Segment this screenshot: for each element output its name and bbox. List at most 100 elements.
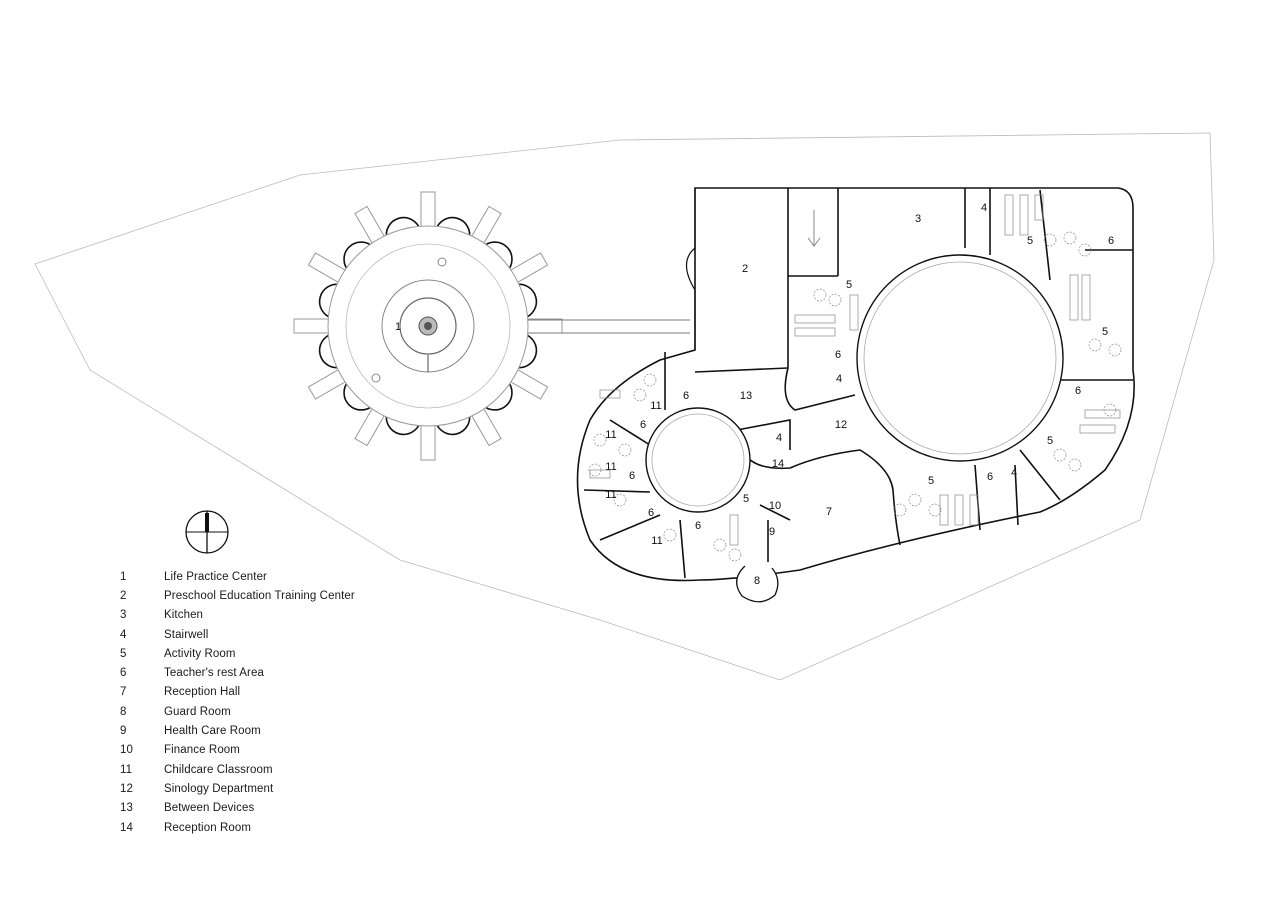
room-label-2: 2 <box>742 263 748 275</box>
gear-door-arc <box>435 412 471 436</box>
desk-row <box>1084 409 1121 419</box>
table-cluster <box>593 433 607 447</box>
desk-row <box>794 327 836 337</box>
room-label-5: 5 <box>1027 235 1033 247</box>
desk-row <box>1034 194 1044 221</box>
room-label-5d: 5 <box>1047 435 1053 447</box>
legend-name: Finance Room <box>164 744 240 757</box>
legend-number: 11 <box>120 763 133 776</box>
legend-number: 14 <box>120 821 133 834</box>
desk-row <box>729 514 739 546</box>
legend-name: Activity Room <box>164 647 236 660</box>
room-label-5e: 5 <box>928 475 934 487</box>
room-label-10: 10 <box>769 500 781 512</box>
room-label-8: 8 <box>754 575 760 587</box>
table-cluster <box>618 443 632 457</box>
room-label-11c: 11 <box>605 461 616 473</box>
room-label-11: 11 <box>650 400 661 412</box>
gear-door-arc <box>318 333 342 369</box>
gear-door-arc <box>482 380 513 411</box>
table-cluster <box>1078 243 1092 257</box>
legend-name: Teacher's rest Area <box>164 667 264 680</box>
legend-item: 10 Finance Room <box>120 741 355 760</box>
legend-number: 2 <box>120 589 127 602</box>
legend-number: 8 <box>120 705 127 718</box>
room-label-13: 13 <box>740 390 752 402</box>
site-boundary <box>34 132 1215 681</box>
legend-name: Life Practice Center <box>164 570 267 583</box>
table-cluster <box>643 373 657 387</box>
legend-number: 9 <box>120 725 127 738</box>
desk-row <box>589 469 611 479</box>
gear-door-arc <box>514 333 538 369</box>
room-label-6h: 6 <box>648 507 654 519</box>
gear-door-arc <box>343 380 374 411</box>
desk-row <box>599 389 621 399</box>
room-label-6b: 6 <box>835 349 841 361</box>
table-cluster <box>1108 343 1122 357</box>
legend-item: 2 Preschool Education Training Center <box>120 586 355 605</box>
legend-name: Reception Hall <box>164 686 241 699</box>
legend-number: 6 <box>120 667 127 680</box>
table-cluster <box>1053 448 1067 462</box>
gear-door-arc <box>385 216 421 240</box>
room-label-11d: 11 <box>605 489 616 501</box>
room-label-6f: 6 <box>640 419 646 431</box>
gear-door-arc <box>514 283 538 319</box>
legend-item: 11 Childcare Classroom <box>120 760 355 779</box>
room-labels: 1 2 3 4 5 6 7 8 9 10 11 12 13 14 5 5 5 5… <box>395 202 1114 587</box>
table-cluster <box>1088 338 1102 352</box>
gear-door-arc <box>482 241 513 272</box>
legend-item: 6 Teacher's rest Area <box>120 663 355 682</box>
legend-name: Between Devices <box>164 802 255 815</box>
small-courtyard <box>645 407 751 513</box>
room-label-9: 9 <box>769 526 775 538</box>
room-label-5c: 5 <box>1102 326 1108 338</box>
room-label-1: 1 <box>395 321 401 333</box>
gear-door-arc <box>343 241 374 272</box>
room-label-6e: 6 <box>683 390 689 402</box>
table-cluster <box>713 538 727 552</box>
furniture <box>588 194 1122 562</box>
table-cluster <box>893 503 907 517</box>
legend-name: Childcare Classroom <box>164 763 273 776</box>
legend-name: Preschool Education Training Center <box>164 589 355 602</box>
desk-row <box>1004 194 1014 236</box>
legend-number: 4 <box>120 628 127 641</box>
room-label-6c: 6 <box>1075 385 1081 397</box>
legend-item: 13 Between Devices <box>120 799 355 818</box>
room-label-11b: 11 <box>605 429 616 441</box>
room-label-6: 6 <box>1108 235 1114 247</box>
room-label-4: 4 <box>981 202 987 214</box>
connector-bridge <box>528 319 690 334</box>
table-cluster <box>813 288 827 302</box>
north-arrow-icon <box>185 510 229 554</box>
room-label-11e: 11 <box>651 535 662 547</box>
table-cluster <box>1043 233 1057 247</box>
table-cluster <box>613 493 627 507</box>
legend-number: 13 <box>120 802 133 815</box>
legend-number: 10 <box>120 744 133 757</box>
legend-name: Sinology Department <box>164 782 274 795</box>
table-cluster <box>828 293 842 307</box>
room-label-7: 7 <box>826 506 832 518</box>
table-cluster <box>1063 231 1077 245</box>
room-label-3: 3 <box>915 213 921 225</box>
room-label-12: 12 <box>835 419 847 431</box>
room-label-14: 14 <box>772 458 784 470</box>
table-cluster <box>663 528 677 542</box>
desk-row <box>1019 194 1029 236</box>
life-practice-center <box>293 191 563 461</box>
table-cluster <box>1068 458 1082 472</box>
gear-door-arc <box>385 412 421 436</box>
legend-number: 12 <box>120 782 133 795</box>
room-label-5b: 5 <box>846 279 852 291</box>
